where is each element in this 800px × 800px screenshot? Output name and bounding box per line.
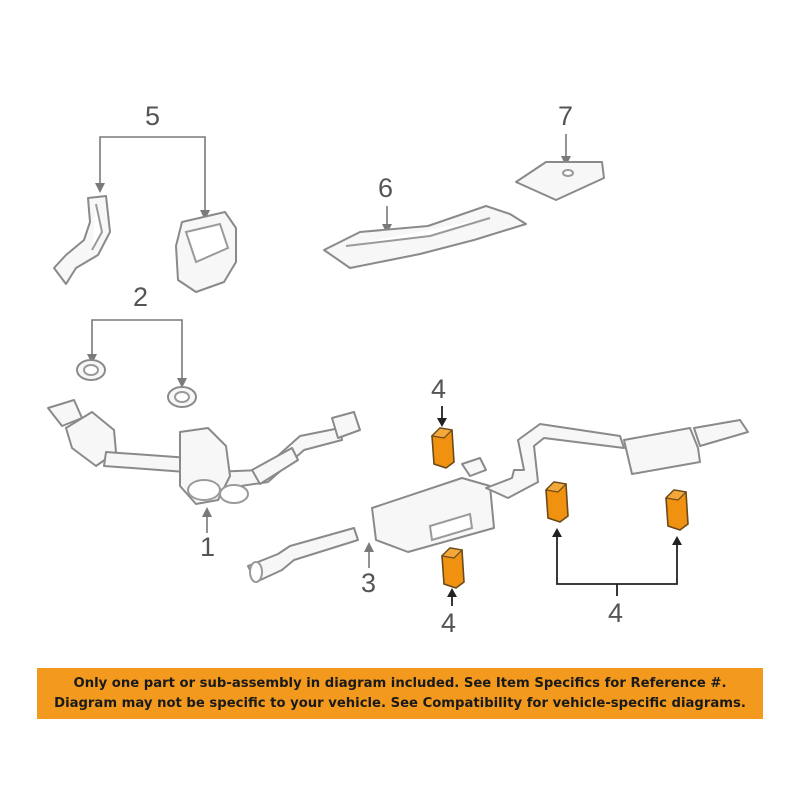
leader-4-bottom [447, 588, 457, 606]
callout-5: 5 [145, 101, 160, 131]
exhaust-parts-diagram: 5 7 6 2 [47, 101, 749, 638]
leader-1 [202, 507, 212, 533]
leader-2 [87, 319, 187, 388]
disclaimer-banner: Only one part or sub-assembly in diagram… [37, 668, 763, 719]
callout-4-top: 4 [431, 374, 446, 404]
disclaimer-line-2: Diagram may not be specific to your vehi… [54, 695, 746, 711]
leader-4-top [437, 406, 447, 427]
hanger-insulator-1-part [430, 427, 455, 469]
leader-3 [364, 542, 374, 568]
callout-6: 6 [378, 173, 393, 203]
callout-4-right: 4 [608, 598, 623, 628]
heat-shield-long-part [323, 205, 527, 269]
callout-1: 1 [200, 532, 215, 562]
leader-4-right [552, 528, 682, 596]
hanger-insulator-4-part [664, 489, 689, 531]
disclaimer-line-1: Only one part or sub-assembly in diagram… [73, 675, 727, 691]
callout-4-bottom: 4 [441, 608, 456, 638]
callout-7: 7 [558, 101, 573, 131]
hanger-insulator-2-part [440, 547, 465, 589]
heat-shield-small-part [515, 161, 605, 201]
hanger-insulator-3-part [544, 481, 569, 523]
converter-pipe-part [47, 399, 361, 505]
leader-5 [95, 136, 210, 220]
callout-2: 2 [133, 282, 148, 312]
heat-shield-left-part [53, 195, 111, 285]
gasket-right-part [167, 386, 197, 408]
callout-3: 3 [361, 568, 376, 598]
muffler-assembly-part [247, 419, 749, 583]
heat-shield-right-part [175, 211, 237, 293]
gasket-left-part [76, 359, 106, 381]
